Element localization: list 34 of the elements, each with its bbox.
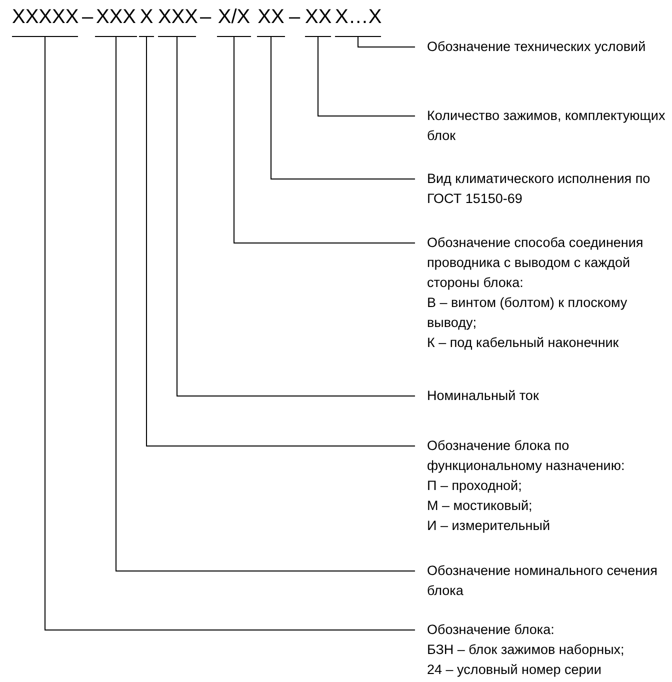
description-line: Номинальный ток (427, 387, 540, 405)
description-line: В – винтом (болтом) к плоскому выводу; (427, 294, 628, 332)
description-line: И – измерительный (427, 517, 551, 535)
description-line: Обозначение способа соединения проводника с выводом с каждой стороны блока: (427, 234, 644, 292)
code-segment: X…X (335, 4, 381, 37)
description-line: Обозначение технических условий (427, 38, 647, 56)
separator-dash: – (200, 5, 212, 30)
code-segment: XXX (158, 4, 196, 37)
description-line: Вид климатического исполнения по ГОСТ 15150-69 (427, 170, 652, 208)
description-line: 24 – условный номер серии (427, 661, 602, 679)
code-segment: X/X (217, 4, 251, 37)
code-segment: XX (305, 4, 331, 37)
leader-line (146, 36, 416, 446)
description-line: П – проходной; (427, 477, 523, 495)
description-line: Обозначение номинального сечения блока (427, 562, 658, 600)
leader-line (176, 36, 416, 396)
separator-dash: – (289, 5, 300, 30)
code-segment: XXX (95, 4, 137, 37)
leader-line (358, 36, 416, 48)
description-line: Количество зажимов, комплектующих блок (427, 107, 666, 145)
description-line: К – под кабельный наконечник (427, 334, 620, 352)
code-segment: XXXXX (12, 4, 78, 37)
code-segment: XX (257, 4, 285, 37)
leader-line (116, 36, 416, 572)
leader-line (270, 36, 416, 180)
leader-line (44, 36, 416, 630)
description-line: Обозначение блока: (427, 621, 556, 639)
leader-line (318, 36, 416, 116)
description-line: БЗН – блок зажимов наборных; (427, 641, 626, 659)
description-line: Обозначение блока по функциональному назначению: (427, 437, 626, 475)
separator-dash: – (82, 5, 94, 30)
code-segment: X (139, 4, 154, 37)
description-line: М – мостиковый; (427, 497, 534, 515)
leader-line (234, 36, 416, 244)
